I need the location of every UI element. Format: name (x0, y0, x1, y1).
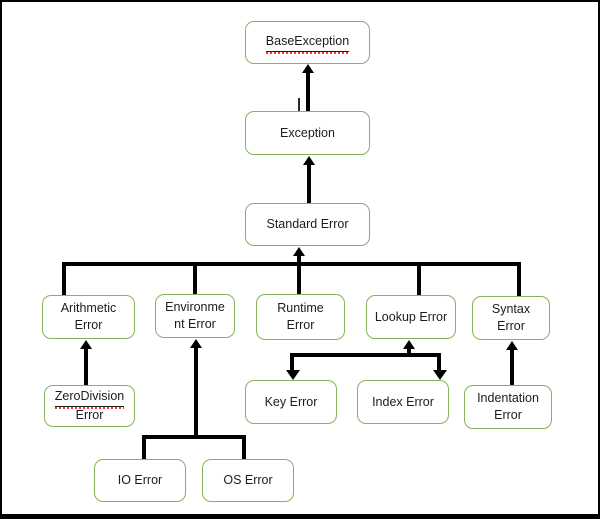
misspelled-word: ZeroDivision (54, 388, 125, 409)
arrow-up-icon (506, 341, 518, 350)
node-lookup-error[interactable]: Lookup Error (366, 295, 456, 339)
node-standard-error[interactable]: Standard Error (245, 203, 370, 246)
node-io-error-label: IO Error (117, 473, 163, 488)
node-runtime-error-label: Runtime Error (277, 301, 324, 332)
node-index-error-label: Index Error (372, 394, 434, 409)
connector-bus-lookup (417, 262, 421, 295)
node-io-error[interactable]: IO Error (94, 459, 186, 502)
node-index-error[interactable]: Index Error (357, 380, 449, 424)
node-os-error-label: OS Error (223, 473, 273, 488)
arrow-up-icon (302, 64, 314, 73)
text-cursor (298, 98, 300, 111)
connector-bus-syntax (517, 262, 521, 296)
node-base-exception-label: BaseException (246, 33, 369, 54)
misspelled-word: BaseException (265, 33, 350, 54)
connector-bus-index (437, 353, 441, 370)
node-key-error-label: Key Error (264, 394, 318, 409)
connector-bus-io (142, 435, 146, 459)
arrow-up-icon (403, 340, 415, 349)
node-indentation-error-label: Indentation Error (477, 391, 539, 422)
connector-bus-os (242, 435, 246, 459)
connector-main-bus (62, 262, 521, 266)
node-exception-label: Exception (280, 125, 335, 140)
node-arithmetic-error-label: Arithmetic Error (60, 301, 117, 332)
connector-exception-baseexception (306, 72, 310, 111)
node-arithmetic-error[interactable]: Arithmetic Error (42, 295, 135, 339)
node-runtime-error[interactable]: Runtime Error (256, 294, 345, 340)
connector-io-os-bus (142, 435, 246, 439)
connector-bus-environment (193, 262, 197, 294)
connector-bus-arithmetic (62, 262, 66, 295)
node-lookup-error-label: Lookup Error (374, 309, 448, 324)
node-zero-division-error[interactable]: ZeroDivision Error (44, 385, 135, 427)
arrow-up-icon (190, 339, 202, 348)
connector-indentation-syntax (510, 349, 514, 385)
arrow-down-icon (286, 370, 300, 380)
arrow-up-icon (293, 247, 305, 256)
node-base-exception[interactable]: BaseException (245, 21, 370, 64)
node-standard-error-label: Standard Error (266, 217, 349, 232)
connector-bus-standard-runtime (297, 255, 301, 294)
node-environment-error[interactable]: Environme nt Error (155, 294, 235, 338)
node-environment-error-label: Environme nt Error (165, 300, 225, 331)
node-indentation-error[interactable]: Indentation Error (464, 385, 552, 429)
connector-keybus-lookup (407, 348, 411, 355)
node-syntax-error-label: Syntax Error (491, 302, 531, 333)
node-key-error[interactable]: Key Error (245, 380, 337, 424)
connector-bus-key (290, 353, 294, 370)
connector-key-index-bus (290, 353, 441, 357)
connector-standard-exception (307, 164, 311, 203)
node-exception[interactable]: Exception (245, 111, 370, 155)
connector-iobus-environment (194, 347, 198, 437)
arrow-up-icon (80, 340, 92, 349)
node-os-error[interactable]: OS Error (202, 459, 294, 502)
connector-zerodivision-arithmetic (84, 348, 88, 385)
node-syntax-error[interactable]: Syntax Error (472, 296, 550, 340)
arrow-down-icon (433, 370, 447, 380)
node-zero-division-error-label: ZeroDivision Error (54, 388, 125, 422)
arrow-up-icon (303, 156, 315, 165)
